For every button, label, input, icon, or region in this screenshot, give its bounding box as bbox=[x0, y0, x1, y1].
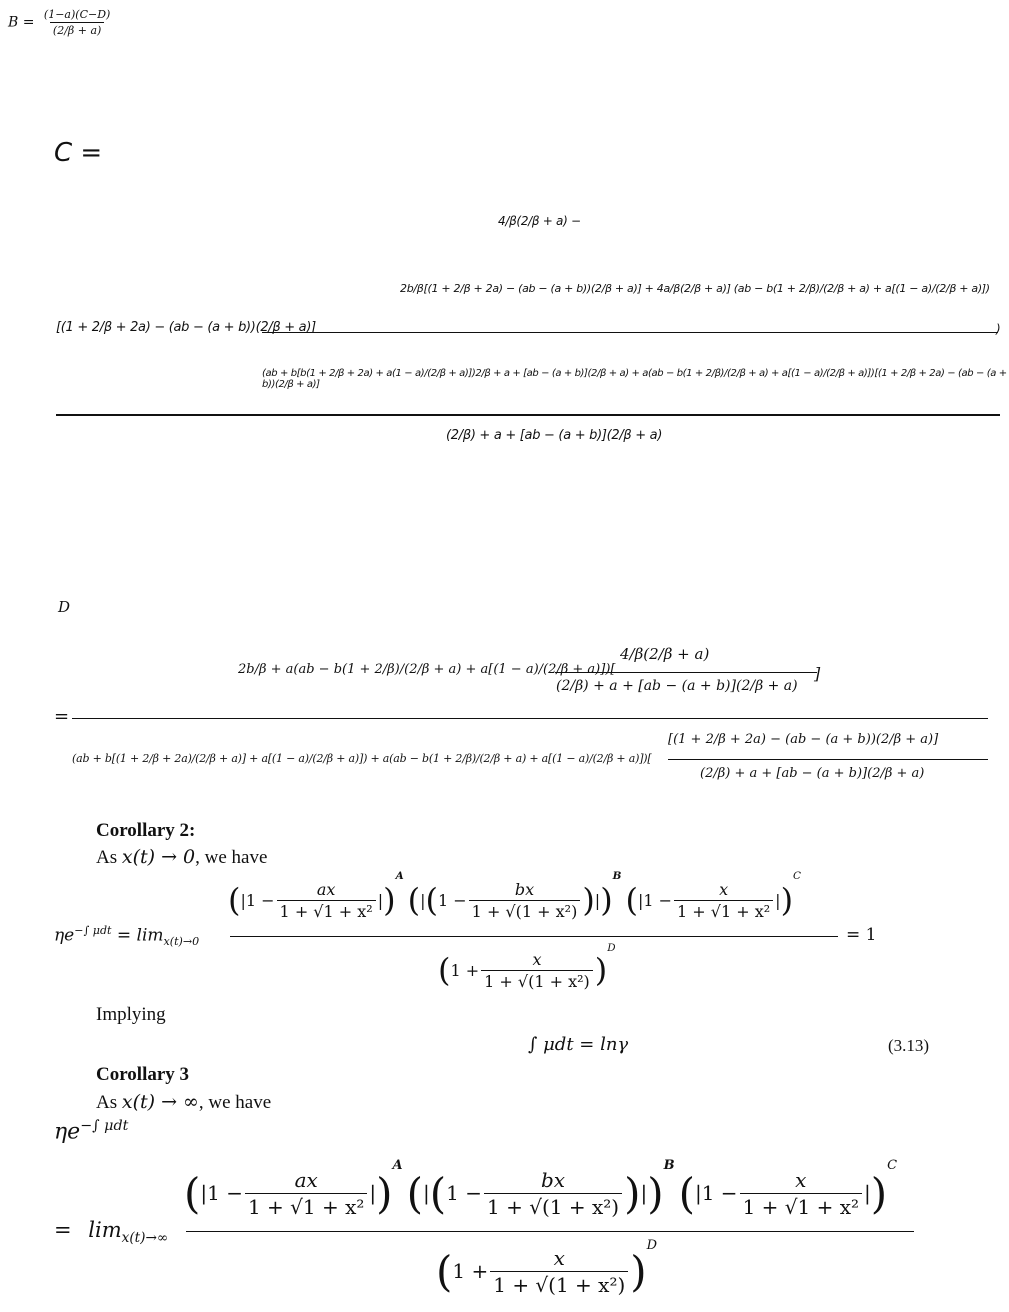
corollary-3-term3-den: 1 + √1 + x² bbox=[739, 1192, 862, 1219]
corollary-3-statement: As x(t) → ∞, we have bbox=[96, 1091, 271, 1114]
corollary-3-condition: x(t) → ∞ bbox=[121, 1091, 199, 1113]
equation-d-equals: = bbox=[54, 706, 70, 727]
corollary-2-lhs-base: ηe bbox=[54, 925, 75, 946]
corollary-2-exponent-c: C bbox=[793, 870, 801, 882]
equation-d-main-fraction-bar bbox=[72, 718, 988, 719]
corollary-3-exponent-d: D bbox=[646, 1238, 658, 1253]
equation-number-3-13: (3.13) bbox=[888, 1036, 930, 1055]
equation-d-numerator-inner-bar bbox=[555, 672, 817, 673]
equation-b-numerator: (1−a)(C−D) bbox=[43, 8, 111, 21]
corollary-2-term2-num: bx bbox=[514, 879, 535, 899]
corollary-3-fraction-bar bbox=[186, 1231, 914, 1232]
equation-c-denominator: (2/β) + a + [ab − (a + b)](2/β + a) bbox=[446, 428, 663, 443]
equation-c-line1: 4/β(2/β + a) − bbox=[498, 214, 581, 228]
corollary-2-term1-den: 1 + √1 + x² bbox=[276, 899, 376, 921]
corollary-2-term1-num: ax bbox=[316, 879, 336, 899]
corollary-3-term2-num: bx bbox=[540, 1167, 566, 1192]
corollary-2-statement: As x(t) → 0, we have bbox=[96, 846, 267, 869]
corollary-3-lim-subscript: x(t)→∞ bbox=[121, 1230, 169, 1247]
corollary-3-heading: Corollary 3 bbox=[96, 1064, 190, 1085]
implying-text: Implying bbox=[96, 1004, 166, 1025]
corollary-2-lim-subscript: x(t)→0 bbox=[163, 935, 200, 949]
corollary-2-heading: Corollary 2: bbox=[96, 820, 196, 841]
corollary-3-lhs: ηe−∫ μdt bbox=[54, 1118, 128, 1144]
corollary-2-den-num: x bbox=[532, 949, 542, 969]
corollary-3-lim-word: lim bbox=[88, 1218, 122, 1242]
corollary-3-lhs-base: ηe bbox=[54, 1119, 81, 1145]
corollary-3-lhs-exponent: −∫ μdt bbox=[80, 1118, 129, 1134]
corollary-3-exponent-a: A bbox=[392, 1158, 403, 1173]
equation-d-numerator-left: 2b/β + a(ab − b(1 + 2/β)/(2/β + a) + a[(… bbox=[238, 662, 616, 677]
corollary-2-exponent-a: A bbox=[395, 870, 404, 882]
corollary-3-term1-num: ax bbox=[294, 1167, 318, 1192]
corollary-2-result: = 1 bbox=[846, 925, 877, 945]
corollary-2-fraction-bar bbox=[230, 936, 838, 937]
equation-c-line2: 2b/β[(1 + 2/β + 2a) − (ab − (a + b))(2/β… bbox=[400, 282, 990, 295]
corollary-3-equals: = bbox=[54, 1218, 72, 1242]
equation-d-denominator-inner-bottom: (2/β) + a + [ab − (a + b)](2/β + a) bbox=[700, 766, 925, 781]
equation-d-denominator-left: (ab + b[(1 + 2/β + 2a)/(2/β + a)] + a[(1… bbox=[72, 752, 652, 765]
equation-d-numerator-inner-bottom: (2/β) + a + [ab − (a + b)](2/β + a) bbox=[556, 678, 798, 694]
corollary-3-tail: , we have bbox=[198, 1092, 272, 1113]
corollary-3-exponent-b: B bbox=[663, 1158, 675, 1173]
corollary-3-term2-den: 1 + √(1 + x²) bbox=[484, 1192, 623, 1219]
equation-b-lhs: B = bbox=[8, 14, 35, 31]
corollary-2-tail: , we have bbox=[195, 847, 268, 868]
corollary-2-term3-num: x bbox=[719, 879, 729, 899]
corollary-3-exponent-c: C bbox=[887, 1158, 898, 1173]
equation-c-close-paren: ) bbox=[996, 322, 1001, 336]
corollary-2-lim: lim bbox=[136, 925, 164, 946]
equation-d-numerator-close: ] bbox=[814, 664, 821, 683]
equation-d-lhs: D bbox=[58, 598, 71, 616]
corollary-2-exponent-b: B bbox=[612, 870, 622, 882]
corollary-3-lim: = limx(t)→∞ bbox=[54, 1218, 168, 1246]
corollary-2-condition: x(t) → 0 bbox=[121, 846, 196, 868]
implied-equation: ∫ μdt = lnγ bbox=[528, 1034, 629, 1055]
equation-d-denominator-inner-bar bbox=[668, 759, 988, 760]
equation-d-denominator-inner-top: [(1 + 2/β + 2a) − (ab − (a + b))(2/β + a… bbox=[668, 732, 939, 747]
corollary-3-den-den: 1 + √(1 + x²) bbox=[490, 1270, 629, 1297]
equation-b-fraction: (1−a)(C−D) (2/β + a) bbox=[41, 8, 113, 37]
corollary-3-term3-num: x bbox=[795, 1167, 807, 1192]
corollary-3-den-num: x bbox=[553, 1245, 565, 1270]
corollary-2-term3-den: 1 + √1 + x² bbox=[674, 899, 774, 921]
corollary-2-lhs-exponent: −∫ μdt bbox=[74, 924, 112, 937]
corollary-2-exponent-d: D bbox=[607, 942, 616, 954]
equation-c-inner-fraction-bar bbox=[262, 332, 998, 333]
corollary-2-as: As bbox=[96, 847, 118, 868]
equation-b: B = (1−a)(C−D) (2/β + a) bbox=[8, 8, 115, 37]
equation-c-line3: (ab + b[b(1 + 2/β + 2a) + a(1 − a)/(2/β … bbox=[262, 368, 1007, 390]
corollary-2-term2-den: 1 + √(1 + x²) bbox=[468, 899, 581, 921]
corollary-2-den-den: 1 + √(1 + x²) bbox=[481, 969, 593, 991]
equation-b-denominator: (2/β + a) bbox=[49, 22, 105, 37]
equation-c-main-fraction-bar bbox=[56, 414, 1000, 416]
corollary-2-lhs: ηe−∫ μdt = limx(t)→0 bbox=[54, 924, 199, 948]
equation-d-numerator-inner-top: 4/β(2/β + a) bbox=[620, 645, 710, 663]
equation-c-left-factor: [(1 + 2/β + 2a) − (ab − (a + b))(2/β + a… bbox=[56, 320, 316, 335]
corollary-3-as: As bbox=[96, 1092, 118, 1113]
corollary-2-equals: = bbox=[116, 925, 132, 946]
equation-c-lhs: C = bbox=[54, 138, 103, 168]
corollary-3-term1-den: 1 + √1 + x² bbox=[244, 1192, 368, 1219]
